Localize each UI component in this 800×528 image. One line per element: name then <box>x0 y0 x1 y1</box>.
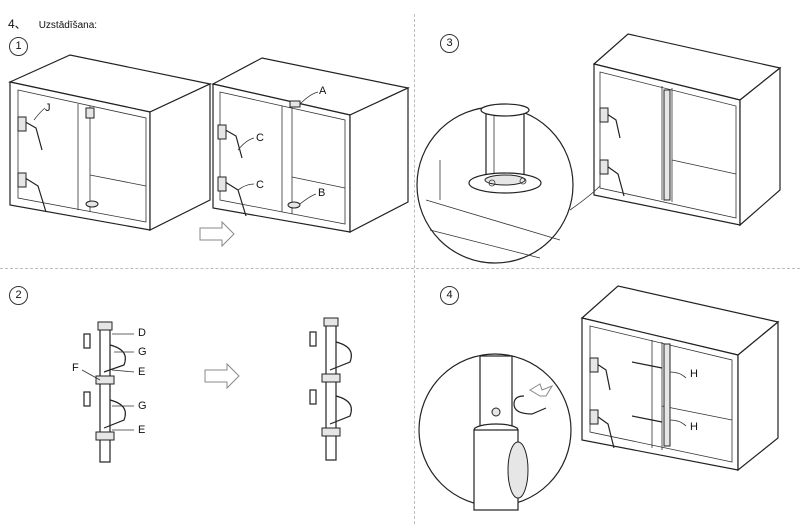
cabinet-step1-left <box>8 54 212 231</box>
rod-assembly-complete <box>309 317 352 461</box>
step-3-badge: 3 <box>440 34 459 53</box>
section-title: Uzstādīšana: <box>38 20 98 31</box>
next-arrow-icon <box>199 220 235 248</box>
label-h-lower: H <box>690 421 698 433</box>
step-1-badge: 1 <box>9 37 28 56</box>
cabinet-step1-right <box>211 57 410 233</box>
vertical-divider <box>414 14 415 524</box>
label-e-lower: E <box>138 424 146 436</box>
label-g-lower: G <box>138 400 147 412</box>
label-d: D <box>138 327 146 339</box>
label-h-upper: H <box>690 368 698 380</box>
label-f: F <box>72 362 79 374</box>
section-header: 4、 Uzstādīšana: <box>8 15 97 32</box>
horizontal-divider <box>0 268 800 269</box>
detail-zoom-step4 <box>418 353 572 511</box>
step-2-badge: 2 <box>9 286 28 305</box>
cabinet-step4 <box>580 285 780 472</box>
step-4-badge: 4 <box>440 286 459 305</box>
detail-zoom-step3 <box>416 103 574 264</box>
label-g-upper: G <box>138 346 147 358</box>
label-c-upper: C <box>256 132 264 144</box>
label-b: B <box>318 187 326 199</box>
label-c-lower: C <box>256 179 264 191</box>
label-j: J <box>45 102 51 114</box>
cabinet-step3 <box>569 33 782 227</box>
section-number: 4、 <box>8 17 27 31</box>
next-arrow-icon-2 <box>204 362 240 390</box>
rod-assembly-exploded <box>81 321 135 463</box>
label-a: A <box>319 85 327 97</box>
label-e-upper: E <box>138 366 146 378</box>
